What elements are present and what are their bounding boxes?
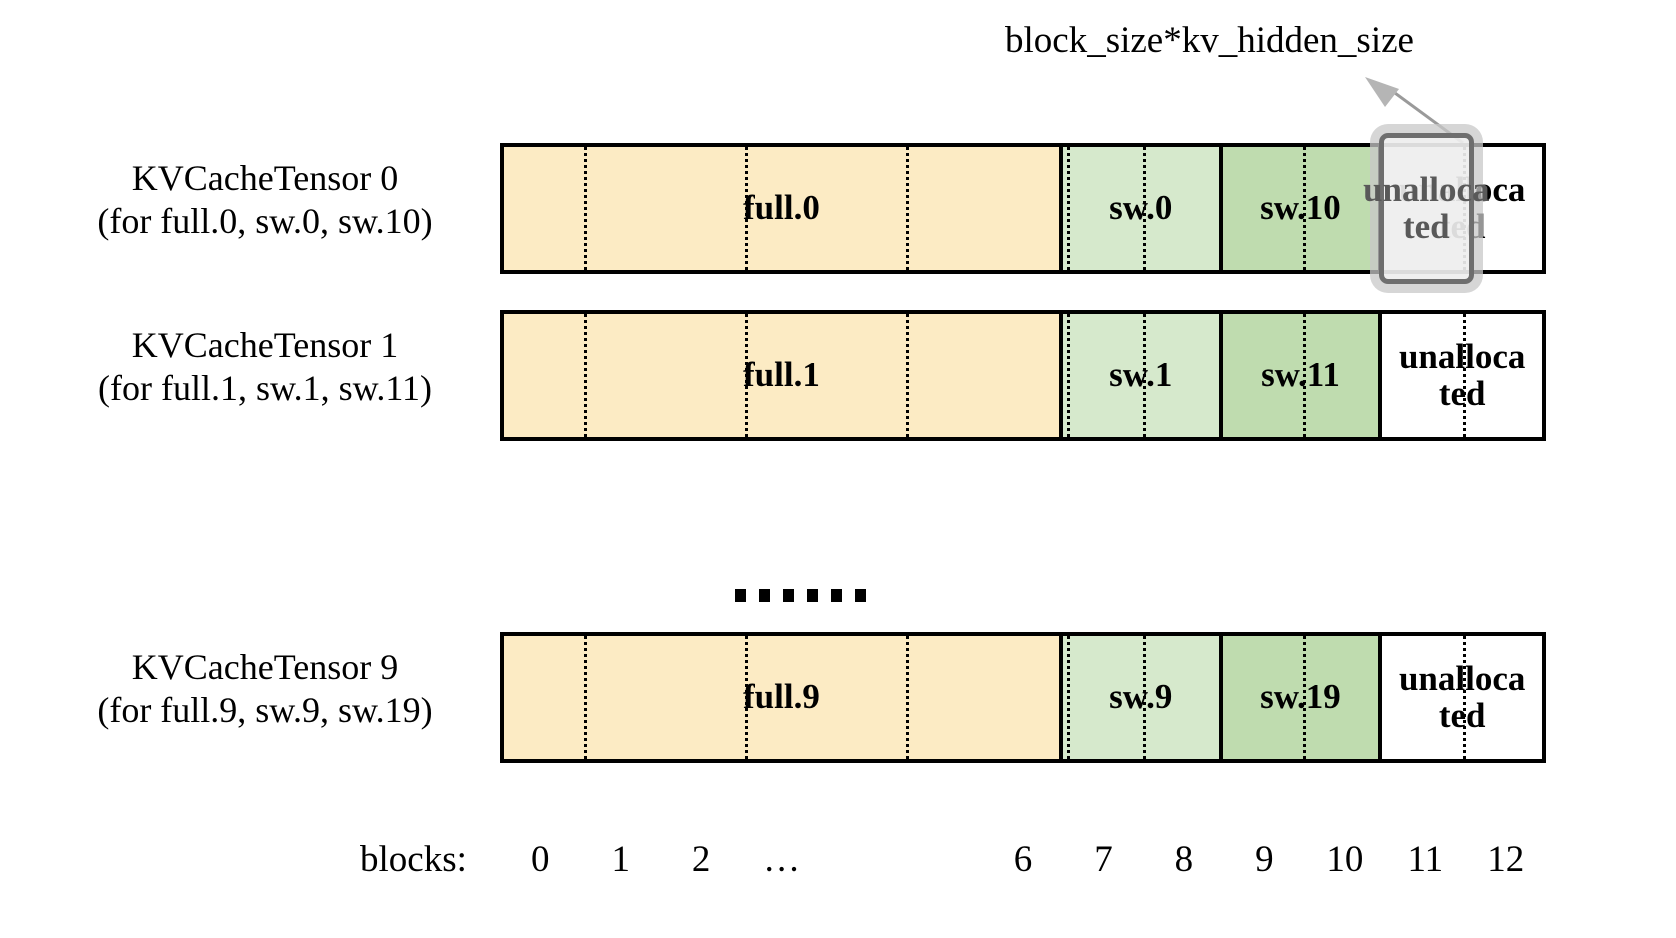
- segment-sliding-window-b[interactable]: sw.19: [1222, 636, 1383, 759]
- block-divider: [1067, 314, 1071, 437]
- block-divider: [906, 636, 910, 759]
- row-label-subtitle: (for full.1, sw.1, sw.11): [98, 368, 432, 409]
- segment-full[interactable]: full.0: [504, 147, 1071, 270]
- block-divider: [1303, 314, 1307, 437]
- block-divider: [1067, 636, 1071, 759]
- row-continuation-ellipsis: [735, 589, 866, 602]
- segment-sliding-window-a[interactable]: sw.1: [1062, 314, 1223, 437]
- axis-tick-10: 10: [1326, 839, 1364, 880]
- axis-tick-…: …: [763, 839, 801, 880]
- segment-sliding-window-a[interactable]: sw.0: [1062, 147, 1223, 270]
- block-divider: [1143, 636, 1147, 759]
- axis-title: blocks:: [360, 839, 467, 880]
- kv-cache-tensor-bar: full.9 sw.9 sw.19 unalloca ted: [500, 632, 1546, 763]
- row-label-subtitle: (for full.0, sw.0, sw.10): [97, 201, 433, 242]
- block-divider: [1462, 314, 1466, 437]
- row-label-2: KVCacheTensor 9(for full.9, sw.9, sw.19): [40, 646, 490, 732]
- axis-tick-1: 1: [611, 839, 630, 880]
- block-divider: [1303, 147, 1307, 270]
- block-divider: [1067, 147, 1071, 270]
- ellipsis-dot: [807, 589, 818, 602]
- segment-label: sw.19: [1260, 677, 1341, 717]
- segment-sliding-window-b[interactable]: sw.10: [1222, 147, 1383, 270]
- block-divider: [1143, 314, 1147, 437]
- axis-tick-11: 11: [1407, 839, 1444, 880]
- block-divider: [745, 636, 749, 759]
- row-label-title: KVCacheTensor 9: [131, 647, 399, 687]
- axis-tick-9: 9: [1255, 839, 1274, 880]
- axis-tick-8: 8: [1174, 839, 1194, 880]
- segment-label: sw.1: [1109, 355, 1173, 395]
- ellipsis-dot: [759, 589, 770, 602]
- block-divider: [906, 147, 910, 270]
- segment-label: sw.9: [1109, 677, 1173, 717]
- row-label-title: KVCacheTensor 0: [131, 158, 399, 198]
- axis-tick-6: 6: [1013, 839, 1033, 880]
- segment-unallocated[interactable]: unalloca ted: [1382, 636, 1542, 759]
- axis-tick-2: 2: [691, 839, 711, 880]
- segment-label: sw.10: [1260, 188, 1341, 228]
- block-divider: [584, 314, 588, 437]
- segment-label: full.9: [743, 677, 820, 717]
- axis-tick-0: 0: [530, 839, 550, 880]
- block-divider: [745, 147, 749, 270]
- block-divider: [1303, 636, 1307, 759]
- block-divider: [745, 314, 749, 437]
- block-divider: [1143, 147, 1147, 270]
- segment-label: sw.11: [1261, 355, 1340, 395]
- segment-full[interactable]: full.9: [504, 636, 1071, 759]
- highlighted-block-label: unalloca ted: [1363, 169, 1490, 246]
- block-divider: [1462, 636, 1466, 759]
- segment-label: unalloca ted: [1398, 336, 1526, 413]
- axis-tick-7: 7: [1094, 839, 1113, 880]
- ellipsis-dot: [831, 589, 842, 602]
- segment-sliding-window-a[interactable]: sw.9: [1062, 636, 1223, 759]
- row-label-title: KVCacheTensor 1: [131, 325, 399, 365]
- row-label-0: KVCacheTensor 0(for full.0, sw.0, sw.10): [40, 157, 490, 243]
- segment-sliding-window-b[interactable]: sw.11: [1222, 314, 1383, 437]
- segment-label: full.1: [743, 355, 820, 395]
- block-divider: [584, 147, 588, 270]
- highlighted-block[interactable]: unalloca ted: [1363, 133, 1490, 284]
- segment-unallocated[interactable]: unalloca ted: [1382, 314, 1542, 437]
- callout-label: block_size*kv_hidden_size: [1005, 20, 1414, 61]
- segment-label: unalloca ted: [1398, 658, 1526, 735]
- block-divider: [584, 636, 588, 759]
- row-label-subtitle: (for full.9, sw.9, sw.19): [97, 690, 433, 731]
- axis-tick-12: 12: [1487, 839, 1525, 880]
- kv-cache-tensor-bar: full.1 sw.1 sw.11 unalloca ted: [500, 310, 1546, 441]
- segment-label: full.0: [743, 188, 820, 228]
- segment-full[interactable]: full.1: [504, 314, 1071, 437]
- row-label-1: KVCacheTensor 1(for full.1, sw.1, sw.11): [40, 324, 490, 410]
- segment-label: sw.0: [1109, 188, 1173, 228]
- ellipsis-dot: [735, 589, 746, 602]
- ellipsis-dot: [783, 589, 794, 602]
- block-divider: [906, 314, 910, 437]
- ellipsis-dot: [855, 589, 866, 602]
